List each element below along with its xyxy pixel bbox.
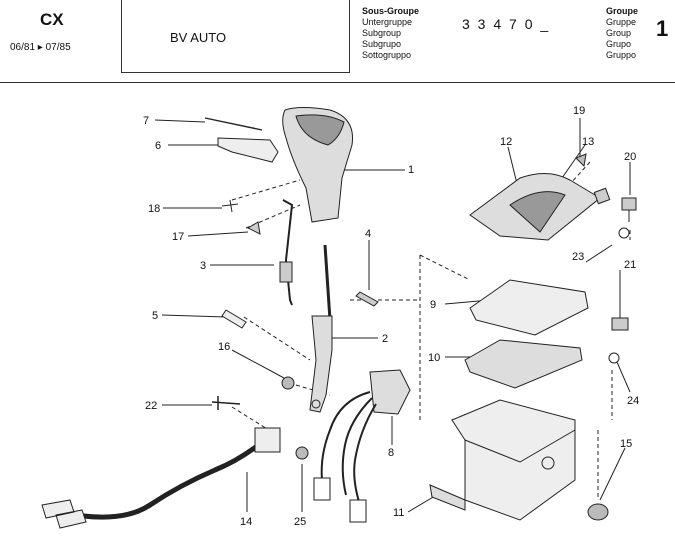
washer-23	[618, 227, 630, 239]
leader-23	[585, 244, 613, 263]
subgroup-code: 3 3 4 7 0 _	[462, 16, 551, 32]
housing-hole-11	[541, 456, 555, 470]
group-label-de: Gruppe	[606, 17, 637, 27]
group-label-es: Grupo	[606, 39, 632, 49]
callout-19: 19	[573, 105, 585, 117]
callout-17: 17	[172, 231, 184, 243]
leader-24	[616, 361, 631, 393]
wire-clip-7	[204, 117, 263, 131]
bracket-6	[217, 137, 279, 163]
grommet-15	[587, 503, 609, 521]
callout-3: 3	[200, 260, 206, 272]
callout-9: 9	[430, 299, 436, 311]
cable-bracket-14	[254, 427, 281, 453]
clip-4	[355, 291, 379, 307]
header-divider	[0, 82, 675, 83]
screw-17	[246, 221, 261, 235]
gate-plate-9	[469, 279, 589, 336]
callout-18: 18	[148, 203, 160, 215]
assembly-line-18	[231, 179, 301, 201]
group-label-fr: Groupe	[606, 6, 639, 16]
housing-11	[451, 399, 576, 521]
connector-8a	[313, 477, 331, 501]
callout-11: 11	[393, 507, 404, 519]
section-title-box	[121, 0, 350, 73]
callout-6: 6	[155, 140, 161, 152]
washer-24	[608, 352, 620, 364]
cable-sleeve-3	[279, 261, 293, 283]
connector-8b	[349, 499, 367, 523]
screw-18	[221, 199, 239, 213]
screw-19	[575, 153, 587, 168]
subgroup-label-es: Subgrupo	[362, 39, 402, 49]
assembly-line-5	[243, 316, 311, 361]
callout-1: 1	[408, 164, 414, 176]
lever-pivot-2	[311, 399, 321, 409]
subgroup-label-en: Subgroup	[362, 28, 402, 38]
housing-edge-11	[464, 429, 576, 463]
callout-22: 22	[145, 400, 157, 412]
leader-7	[154, 119, 206, 123]
lever-cover-top-1	[295, 114, 345, 146]
selector-shaft-2	[323, 244, 332, 321]
callout-10: 10	[428, 352, 440, 364]
header: CX 06/81 ▸ 07/85 BV AUTO Sous-Groupe Unt…	[0, 0, 675, 82]
callout-4: 4	[365, 228, 371, 240]
group-labels: Groupe Gruppe Group Grupo Gruppo	[606, 6, 638, 61]
leader-16	[231, 349, 285, 379]
callout-25: 25	[294, 516, 306, 528]
callout-5: 5	[152, 310, 158, 322]
group-number: 1	[656, 16, 669, 41]
vehicle-model: CX	[40, 10, 64, 29]
callout-21: 21	[624, 259, 636, 271]
cable-rod-3	[282, 199, 294, 306]
callout-2: 2	[382, 333, 388, 345]
callout-23: 23	[572, 251, 584, 263]
switch-module-8	[369, 369, 411, 415]
selector-lever-2	[309, 315, 333, 413]
subgroup-labels: Sous-Groupe Untergruppe Subgroup Subgrup…	[362, 6, 419, 61]
callout-15: 15	[620, 438, 632, 450]
lamp-holder-13	[593, 187, 611, 205]
callout-7: 7	[143, 115, 149, 127]
subgroup-label-de: Untergruppe	[362, 17, 413, 27]
leader-5	[161, 314, 227, 318]
callout-13: 13	[582, 136, 594, 148]
leader-15	[599, 447, 626, 501]
callout-24: 24	[627, 395, 639, 407]
callout-8: 8	[388, 447, 394, 459]
subgroup-label-fr: Sous-Groupe	[362, 6, 420, 16]
section-title: BV AUTO	[170, 30, 227, 45]
callout-14: 14	[240, 516, 252, 528]
group-label-it: Gruppo	[606, 50, 637, 60]
nut-16	[281, 376, 295, 390]
bolt-20	[621, 197, 637, 222]
gasket-10	[464, 339, 583, 389]
cable-end-fitting-14	[41, 499, 87, 529]
bolt-22	[211, 396, 241, 410]
bolt-21	[611, 317, 629, 331]
nut-25	[295, 446, 309, 460]
leader-17	[187, 231, 249, 237]
callout-20: 20	[624, 151, 636, 163]
wiring-harness-8	[320, 391, 377, 506]
production-dates: 06/81 ▸ 07/85	[10, 42, 71, 53]
housing-flange-11	[429, 484, 466, 511]
group-label-en: Group	[606, 28, 632, 38]
subgroup-label-it: Sottogruppo	[362, 50, 412, 60]
pin-5	[221, 309, 247, 329]
selector-cable-14	[59, 438, 267, 520]
selector-panel-slot-12	[509, 191, 566, 233]
assembly-line-22	[231, 406, 273, 433]
assembly-line-9-top	[419, 254, 471, 281]
callout-16: 16	[218, 341, 230, 353]
callout-12: 12	[500, 136, 512, 148]
